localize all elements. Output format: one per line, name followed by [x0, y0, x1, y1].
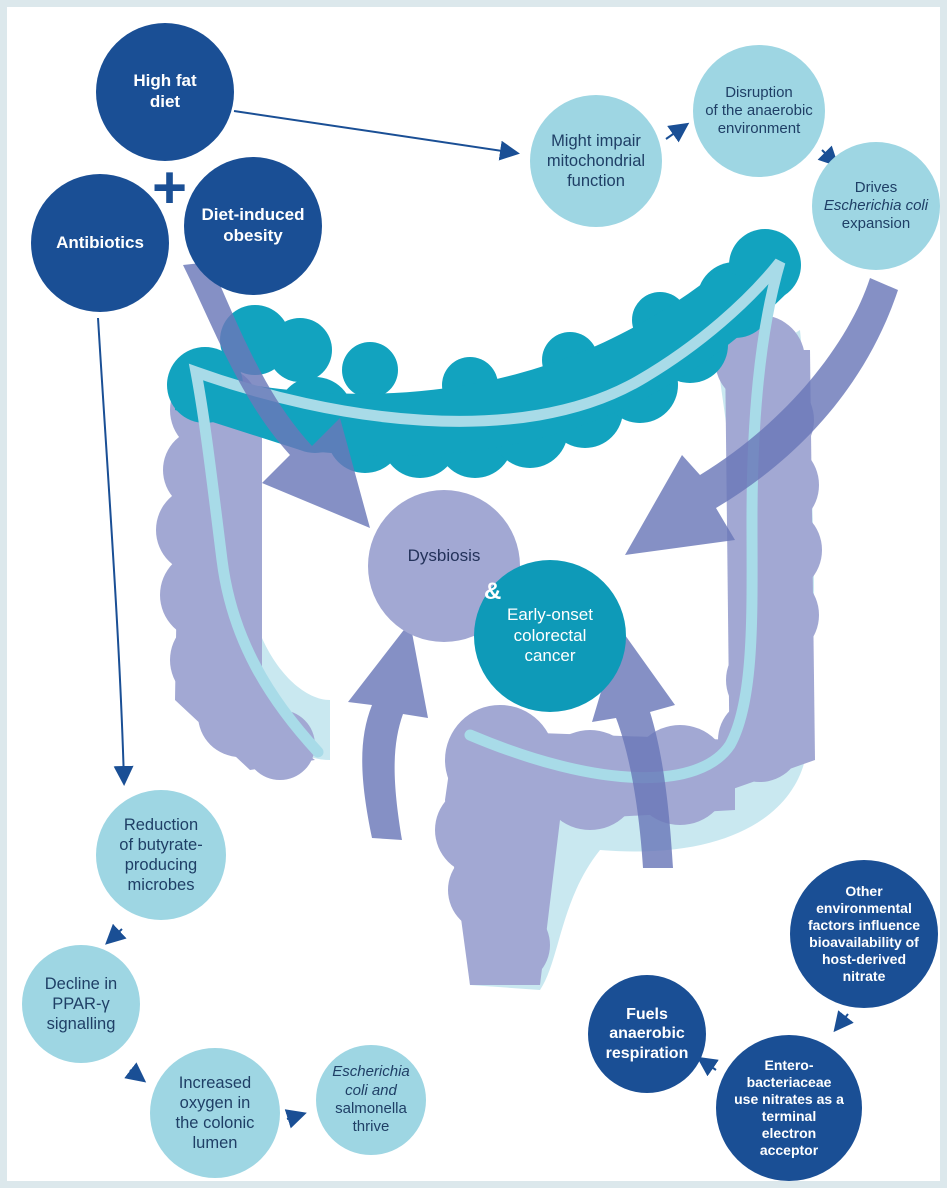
node-text-line: the colonic [176, 1113, 255, 1133]
node-text-line: Increased [176, 1073, 255, 1093]
node-text-line: oxygen in [176, 1093, 255, 1113]
node-text-line: bioavailability of [808, 934, 920, 951]
node-text-line: electron [734, 1125, 844, 1142]
node-text-line: Antibiotics [56, 233, 144, 254]
node-text-line: Escherichia coli [824, 197, 928, 215]
node-text-line: salmonella [332, 1100, 410, 1118]
node-text-line: host-derived [808, 951, 920, 968]
node-text-line: expansion [824, 215, 928, 233]
node-text-line: obesity [202, 226, 305, 247]
node-text-line: Dysbiosis [408, 546, 481, 567]
node-text-line: nitrate [808, 968, 920, 985]
node-text-line: Decline in [45, 974, 117, 994]
node-text-line: Drives [824, 179, 928, 197]
node-text-line: Entero- [734, 1057, 844, 1074]
node-text-line: environmental [808, 900, 920, 917]
node-text-line: environment [705, 120, 813, 138]
node-text-line: of butyrate- [119, 835, 202, 855]
node-text-line: cancer [507, 646, 593, 667]
node-text-line: anaerobic [606, 1024, 689, 1044]
node-text-line: Other [808, 883, 920, 900]
node-text-line: colorectal [507, 626, 593, 647]
node-text-line: Diet-induced [202, 205, 305, 226]
node-text-line: Early-onset [507, 605, 593, 626]
node-text-line: microbes [119, 875, 202, 895]
node-text-line: of the anaerobic [705, 102, 813, 120]
node-text-line: diet [133, 92, 196, 113]
node-text-line: coli and [332, 1082, 410, 1100]
node-text-line: Fuels [606, 1005, 689, 1025]
node-text-line: Might impair [547, 131, 645, 151]
node-text-line: function [547, 171, 645, 191]
node-text-line: Reduction [119, 815, 202, 835]
node-text-line: terminal [734, 1108, 844, 1125]
node-text-line: Escherichia [332, 1063, 410, 1081]
node-text-line: respiration [606, 1044, 689, 1064]
node-antibiotics: Antibiotics [31, 174, 169, 312]
node-text-line: use nitrates as a [734, 1091, 844, 1108]
node-text-line: High fat [133, 71, 196, 92]
node-text-line: factors influence [808, 917, 920, 934]
node-text-line: acceptor [734, 1142, 844, 1159]
node-text-line: PPAR-γ [45, 994, 117, 1014]
node-text-line: lumen [176, 1133, 255, 1153]
ampersand: & [484, 578, 501, 606]
node-text-line: thrive [332, 1118, 410, 1136]
node-text-line: mitochondrial [547, 151, 645, 171]
node-text-line: signalling [45, 1014, 117, 1034]
node-text-line: producing [119, 855, 202, 875]
node-text-line: bacteriaceae [734, 1074, 844, 1091]
node-text-line: Disruption [705, 84, 813, 102]
